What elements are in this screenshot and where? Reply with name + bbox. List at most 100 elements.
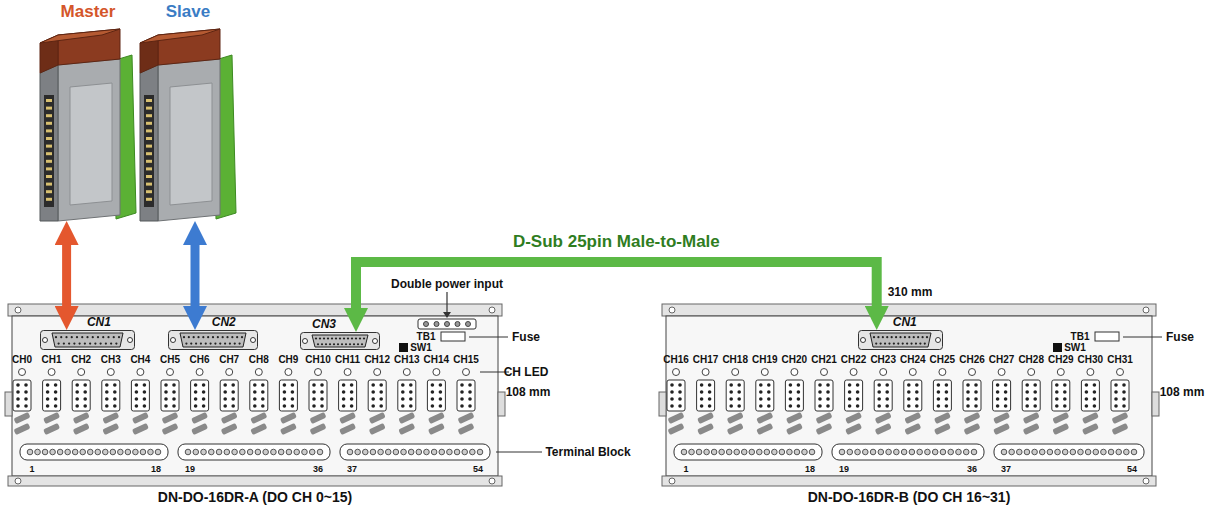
screw [132,412,149,424]
dsub-pin [341,343,343,345]
module-connector [44,95,54,207]
dsub-pin [873,336,875,338]
screw [875,423,892,435]
channel-label: CH22 [841,354,867,366]
channel-led [1057,369,1064,376]
relay-pin [371,390,375,394]
relay-pin [729,404,733,408]
relay-pin [283,390,287,394]
leader-line [496,452,542,453]
label-holder: Terminal Block [545,445,630,459]
cable-arrow [62,241,71,310]
dsub-pin [222,336,224,338]
dsub-pin [337,343,339,345]
connector-pin [46,122,52,125]
label-holder: Fuse [1166,330,1194,344]
label-holder: CH7 [219,354,239,366]
terminal-number: 37 [347,464,357,475]
terminal-screw [87,449,93,455]
terminal-screw [347,449,353,455]
relay-pin [678,383,682,387]
relay-pin [1122,397,1126,401]
terminal-screw [1124,449,1130,455]
terminal-screw [125,449,131,455]
relay-pin [371,397,375,401]
channel-label: CH27 [989,354,1015,366]
relay-pin [1114,404,1118,408]
part-label: SW1 [410,342,432,354]
relay-pin [401,404,405,408]
terminal-screw [434,322,439,327]
channel-label: CH24 [900,354,926,366]
relay-pin [401,397,405,401]
dsub-pin [105,343,107,345]
relay-pin [767,397,771,401]
channel-label: CH9 [278,354,298,366]
relay-pin [1093,404,1097,408]
connector-pin [46,198,52,201]
label-holder: CH5 [160,354,180,366]
dsub-pin [60,336,62,338]
dsub-pin [55,336,57,338]
relay-pin [678,397,682,401]
terminal-number: 54 [1127,464,1137,475]
channel-led [167,369,174,376]
channel-led [374,369,381,376]
label-holder: CH27 [989,354,1015,366]
dsub-pin [349,343,351,345]
connector-pin [46,175,52,178]
terminal-screw [1047,449,1053,455]
relay-pin [16,383,20,387]
terminal-block [20,444,168,460]
master-module: Master [40,25,136,221]
dsub-pin [102,336,104,338]
relay-pin [320,390,324,394]
channel-label: CH21 [811,354,837,366]
connector-pin [46,152,52,155]
relay-pin [848,397,852,401]
terminal-screw [424,322,429,327]
relay [220,380,238,411]
relay-pin [439,390,443,394]
relay-pin [708,390,712,394]
relay-pin [460,397,464,401]
connector-pin [146,114,152,117]
relay-pin [789,404,793,408]
relay-pin [431,404,435,408]
relay [993,380,1011,411]
terminal-screw [294,449,300,455]
module-front [140,65,158,221]
switch [399,343,408,352]
connector-pin [146,145,152,148]
terminal-screw [772,449,778,455]
label-holder: CH28 [1018,354,1044,366]
relay-pin [996,397,1000,401]
screw [1111,423,1128,435]
relay-pin [737,390,741,394]
terminal-screw [416,449,422,455]
relay-pin [253,390,257,394]
dsub-pin [880,343,882,345]
channel-label: CH5 [160,354,180,366]
relay-pin [83,404,87,408]
dsub-pin [183,336,185,338]
relay-pin [379,390,383,394]
channel-led [255,369,262,376]
label-holder: 54 [1127,464,1137,475]
terminal-screw [925,449,931,455]
terminal-screw [408,449,414,455]
relay-pin [261,397,265,401]
dsub-hole [303,339,308,344]
dsub-hole [373,339,378,344]
terminal-screw [240,449,246,455]
screw [428,423,445,435]
channel-led [880,369,887,376]
terminal-screw [302,449,308,455]
relay [845,380,863,411]
label-holder: CH12 [364,354,390,366]
dsub-pin [915,343,917,345]
connector-pin [146,137,152,140]
dsub-pin [921,336,923,338]
connector-pin [46,183,52,186]
